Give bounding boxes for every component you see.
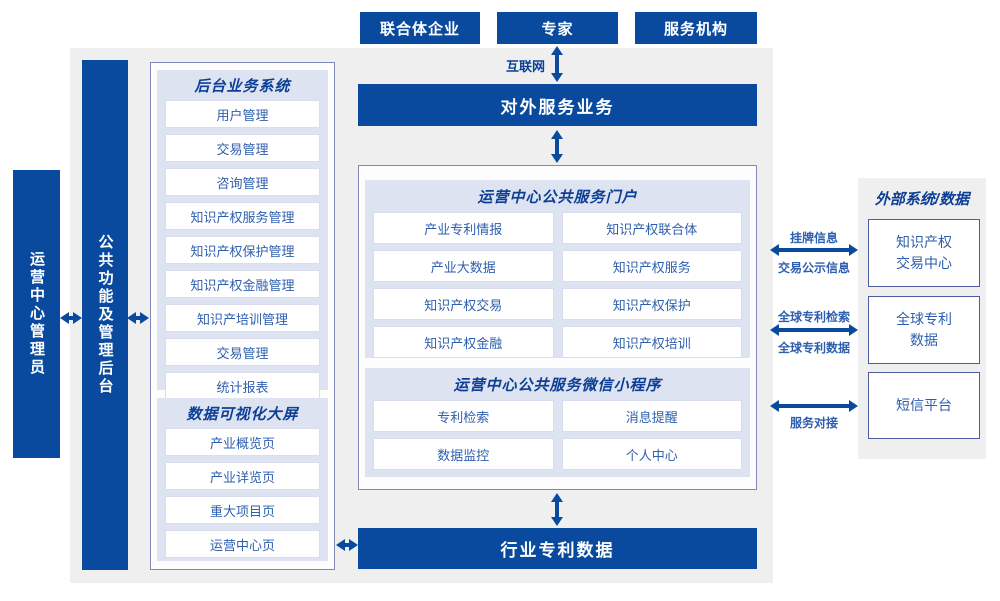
portal-item: 知识产权交易 bbox=[373, 288, 554, 320]
node-industry-patent-bar: 行业专利数据 bbox=[358, 528, 757, 569]
dashboard-item: 重大项目页 bbox=[165, 496, 320, 524]
miniapp-section: 运营中心公共服务微信小程序 专利检索 消息提醒 数据监控 个人中心 bbox=[365, 368, 750, 477]
portal-item: 知识产权培训 bbox=[561, 326, 742, 358]
dashboard-title: 数据可视化大屏 bbox=[186, 405, 299, 423]
dashboard-items: 产业概览页 产业详览页 重大项目页 运营中心页 bbox=[157, 428, 328, 558]
node-ip-trade-center: 知识产权交易中心 bbox=[868, 219, 980, 287]
backend-system-items: 用户管理 交易管理 咨询管理 知识产权服务管理 知识产权保护管理 知识产权金融管… bbox=[157, 100, 328, 400]
arrow-admin-to-backend-icon bbox=[68, 316, 74, 320]
backend-item: 知识产权保护管理 bbox=[165, 236, 320, 264]
portal-item: 知识产权联合体 bbox=[561, 212, 742, 244]
backend-item: 咨询管理 bbox=[165, 168, 320, 196]
node-sms-platform: 短信平台 bbox=[868, 372, 980, 439]
internet-label: 互联网 bbox=[505, 59, 545, 74]
dashboard-item: 运营中心页 bbox=[165, 530, 320, 558]
backend-item: 统计报表 bbox=[165, 372, 320, 400]
node-global-patent-data: 全球专利数据 bbox=[868, 296, 980, 364]
arrow-dashboard-to-patent-icon bbox=[344, 543, 350, 547]
portal-item: 产业大数据 bbox=[373, 250, 554, 282]
miniapp-title: 运营中心公共服务微信小程序 bbox=[453, 376, 662, 394]
label-global-patent-data: 全球专利数据 bbox=[777, 341, 850, 355]
node-experts: 专家 bbox=[497, 12, 618, 44]
backend-item: 用户管理 bbox=[165, 100, 320, 128]
miniapp-item: 数据监控 bbox=[373, 438, 554, 470]
node-external-service-bar: 对外服务业务 bbox=[358, 84, 757, 126]
node-operation-center-admin: 运营中心管理员 bbox=[13, 170, 60, 458]
portal-title: 运营中心公共服务门户 bbox=[477, 188, 638, 206]
node-consortium-enterprises: 联合体企业 bbox=[360, 12, 480, 44]
portal-item: 知识产权保护 bbox=[561, 288, 742, 320]
dashboard-section: 数据可视化大屏 产业概览页 产业详览页 重大项目页 运营中心页 bbox=[157, 398, 328, 561]
arrow-bar-to-portal-icon bbox=[555, 138, 559, 155]
arrow-trade-center-icon bbox=[778, 248, 850, 252]
node-service-agencies: 服务机构 bbox=[635, 12, 757, 44]
portal-items: 产业专利情报 知识产权联合体 产业大数据 知识产权服务 知识产权交易 知识产权保… bbox=[365, 212, 750, 358]
dashboard-item: 产业详览页 bbox=[165, 462, 320, 490]
backend-item: 知识产权金融管理 bbox=[165, 270, 320, 298]
miniapp-item: 个人中心 bbox=[561, 438, 742, 470]
arrow-internet-icon bbox=[555, 54, 559, 74]
miniapp-item: 消息提醒 bbox=[561, 400, 742, 432]
portal-item: 知识产权服务 bbox=[561, 250, 742, 282]
dashboard-item: 产业概览页 bbox=[165, 428, 320, 456]
miniapp-items: 专利检索 消息提醒 数据监控 个人中心 bbox=[365, 400, 750, 470]
arrow-sms-platform-icon bbox=[778, 404, 850, 408]
miniapp-item: 专利检索 bbox=[373, 400, 554, 432]
arrow-backend-to-container-icon bbox=[135, 316, 141, 320]
portal-section: 运营中心公共服务门户 产业专利情报 知识产权联合体 产业大数据 知识产权服务 知… bbox=[365, 180, 750, 358]
portal-item: 知识产权金融 bbox=[373, 326, 554, 358]
label-trade-publicity: 交易公示信息 bbox=[777, 261, 850, 275]
backend-item: 知识产培训管理 bbox=[165, 304, 320, 332]
backend-system-section: 后台业务系统 用户管理 交易管理 咨询管理 知识产权服务管理 知识产权保护管理 … bbox=[157, 70, 328, 400]
node-public-admin-backend: 公共功能及管理后台 bbox=[82, 60, 128, 570]
portal-item: 产业专利情报 bbox=[373, 212, 554, 244]
label-global-patent-search: 全球专利检索 bbox=[777, 310, 850, 324]
backend-item: 交易管理 bbox=[165, 338, 320, 366]
backend-item: 交易管理 bbox=[165, 134, 320, 162]
label-service-connect: 服务对接 bbox=[789, 416, 838, 430]
backend-item: 知识产权服务管理 bbox=[165, 202, 320, 230]
label-listing-info: 挂牌信息 bbox=[789, 231, 838, 245]
arrow-global-patent-icon bbox=[778, 328, 850, 332]
external-panel-title: 外部系统/数据 bbox=[874, 191, 970, 208]
arrow-portal-to-patent-icon bbox=[555, 501, 559, 518]
backend-system-title: 后台业务系统 bbox=[194, 77, 291, 95]
